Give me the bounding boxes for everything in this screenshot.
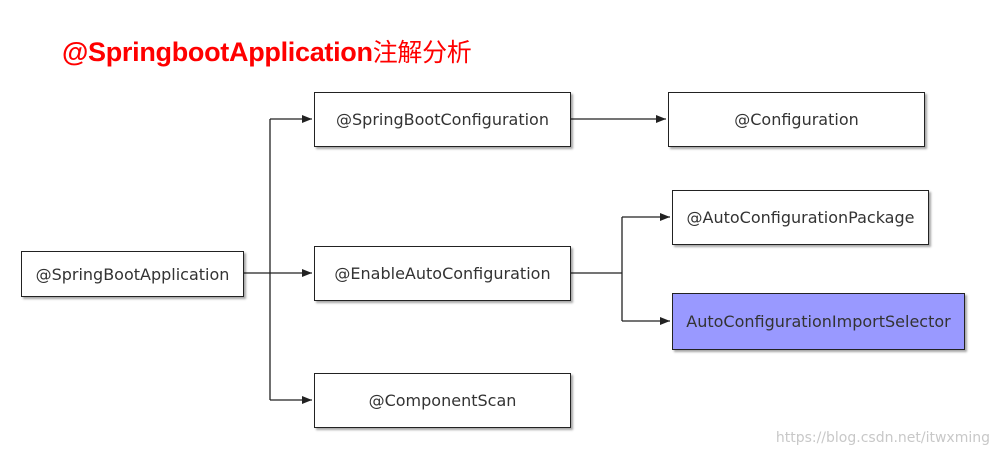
- node-springbootapplication: @SpringBootApplication: [21, 251, 244, 297]
- node-label: @Configuration: [734, 110, 859, 129]
- node-enableautoconfiguration: @EnableAutoConfiguration: [314, 246, 571, 301]
- title-suffix: 注解分析: [372, 38, 472, 67]
- node-label: @SpringBootApplication: [35, 264, 230, 284]
- title-main: @SpringbootApplication: [62, 37, 373, 67]
- node-label: @SpringBootConfiguration: [336, 110, 549, 129]
- watermark-text: https://blog.csdn.net/itwxming: [775, 430, 990, 446]
- node-label: @ComponentScan: [368, 391, 517, 410]
- node-springbootconfiguration: @SpringBootConfiguration: [314, 92, 571, 147]
- node-label: @EnableAutoConfiguration: [334, 264, 551, 283]
- node-componentscan: @ComponentScan: [314, 373, 571, 428]
- node-label: @AutoConfigurationPackage: [686, 208, 915, 227]
- node-autoconfigurationpackage: @AutoConfigurationPackage: [672, 190, 929, 245]
- node-autoconfigurationimportselector: AutoConfigurationImportSelector: [672, 293, 965, 350]
- node-configuration: @Configuration: [668, 92, 925, 147]
- node-label: AutoConfigurationImportSelector: [686, 312, 951, 331]
- diagram-title: @SpringbootApplication注解分析: [62, 33, 472, 69]
